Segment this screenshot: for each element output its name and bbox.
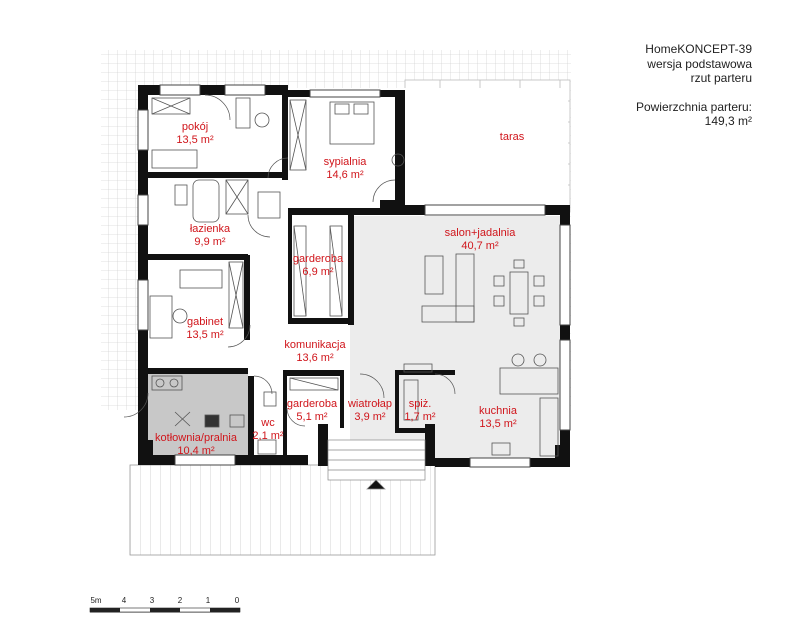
room-area-wiatrolap: 3,9 m² bbox=[354, 411, 386, 423]
entrance-steps bbox=[327, 439, 426, 490]
room-name-spiz: spiż. bbox=[409, 398, 432, 410]
room-name-lazienka: łazienka bbox=[190, 223, 231, 235]
sink-lazienka bbox=[174, 184, 188, 206]
room-name-sypialnia: sypialnia bbox=[324, 156, 368, 168]
kitchen-sink bbox=[491, 442, 511, 456]
door-swings bbox=[123, 94, 456, 427]
area-value: 149,3 m² bbox=[704, 114, 752, 128]
room-area-gabinet: 13,5 m² bbox=[186, 329, 224, 341]
room-name-gabinet: gabinet bbox=[187, 316, 223, 328]
scale-bar: 0 1 2 3 4 5m bbox=[89, 596, 241, 613]
room-name-salon: salon+jadalnia bbox=[445, 227, 517, 239]
room-name-wiatrolap: wiatrołap bbox=[347, 398, 392, 410]
wardrobe-pokoj bbox=[151, 97, 191, 115]
room-area-pokoj: 13,5 m² bbox=[176, 134, 214, 146]
area-label: Powierzchnia parteru: bbox=[635, 100, 752, 114]
room-area-lazienka: 9,9 m² bbox=[194, 236, 226, 248]
project-version: wersja podstawowa bbox=[647, 57, 752, 71]
room-name-wc: wc bbox=[260, 417, 275, 429]
room-area-garderoba1: 6,9 m² bbox=[302, 266, 334, 278]
bathtub bbox=[192, 179, 220, 223]
tv-unit bbox=[424, 255, 444, 295]
room-name-garderoba1: garderoba bbox=[293, 253, 344, 265]
room-area-wc: 2,1 m² bbox=[252, 430, 284, 442]
scale-tick: 2 bbox=[178, 596, 183, 605]
room-name-kotlownia: kotłownia/pralnia bbox=[155, 432, 238, 444]
salon-floor bbox=[350, 216, 560, 461]
room-area-salon: 40,7 m² bbox=[461, 240, 499, 252]
bed-sypialnia bbox=[329, 101, 375, 145]
shower bbox=[225, 179, 249, 215]
desk-pokoj bbox=[235, 97, 251, 129]
terrace-label: taras bbox=[500, 131, 525, 143]
room-area-spiz: 1,7 m² bbox=[404, 411, 436, 423]
scale-tick: 0 bbox=[235, 596, 240, 605]
room-area-kuchnia: 13,5 m² bbox=[479, 418, 517, 430]
plan-view-title: rzut parteru bbox=[690, 71, 752, 85]
room-area-komunikacja: 13,6 m² bbox=[296, 352, 334, 364]
kitchen-island bbox=[499, 367, 559, 395]
bookcase-gabinet bbox=[228, 261, 244, 329]
sofa-gabinet bbox=[179, 269, 223, 289]
scale-tick: 4 bbox=[122, 596, 127, 605]
kotlownia-floor bbox=[148, 374, 248, 460]
room-name-kuchnia: kuchnia bbox=[479, 405, 518, 417]
wardrobe-sypialnia bbox=[289, 99, 307, 171]
scale-tick: 5m bbox=[90, 596, 101, 605]
project-name: HomeKONCEPT-39 bbox=[645, 42, 752, 56]
room-area-sypialnia: 14,6 m² bbox=[326, 169, 364, 181]
furniture bbox=[149, 97, 559, 457]
room-labels: pokój 13,5 m² sypialnia 14,6 m² łazienka… bbox=[155, 121, 525, 457]
scale-tick: 1 bbox=[206, 596, 211, 605]
room-area-garderoba2: 5,1 m² bbox=[296, 411, 328, 423]
windows bbox=[137, 84, 571, 468]
bed-pokoj bbox=[151, 149, 198, 169]
room-name-komunikacja: komunikacja bbox=[284, 339, 346, 351]
kitchen-counter bbox=[539, 397, 559, 457]
room-area-kotlownia: 10,4 m² bbox=[177, 445, 215, 457]
room-name-pokoj: pokój bbox=[182, 121, 208, 133]
scale-tick: 3 bbox=[150, 596, 155, 605]
dining-table bbox=[509, 271, 529, 315]
desk-gabinet bbox=[149, 295, 173, 339]
room-name-garderoba2: garderoba bbox=[287, 398, 338, 410]
